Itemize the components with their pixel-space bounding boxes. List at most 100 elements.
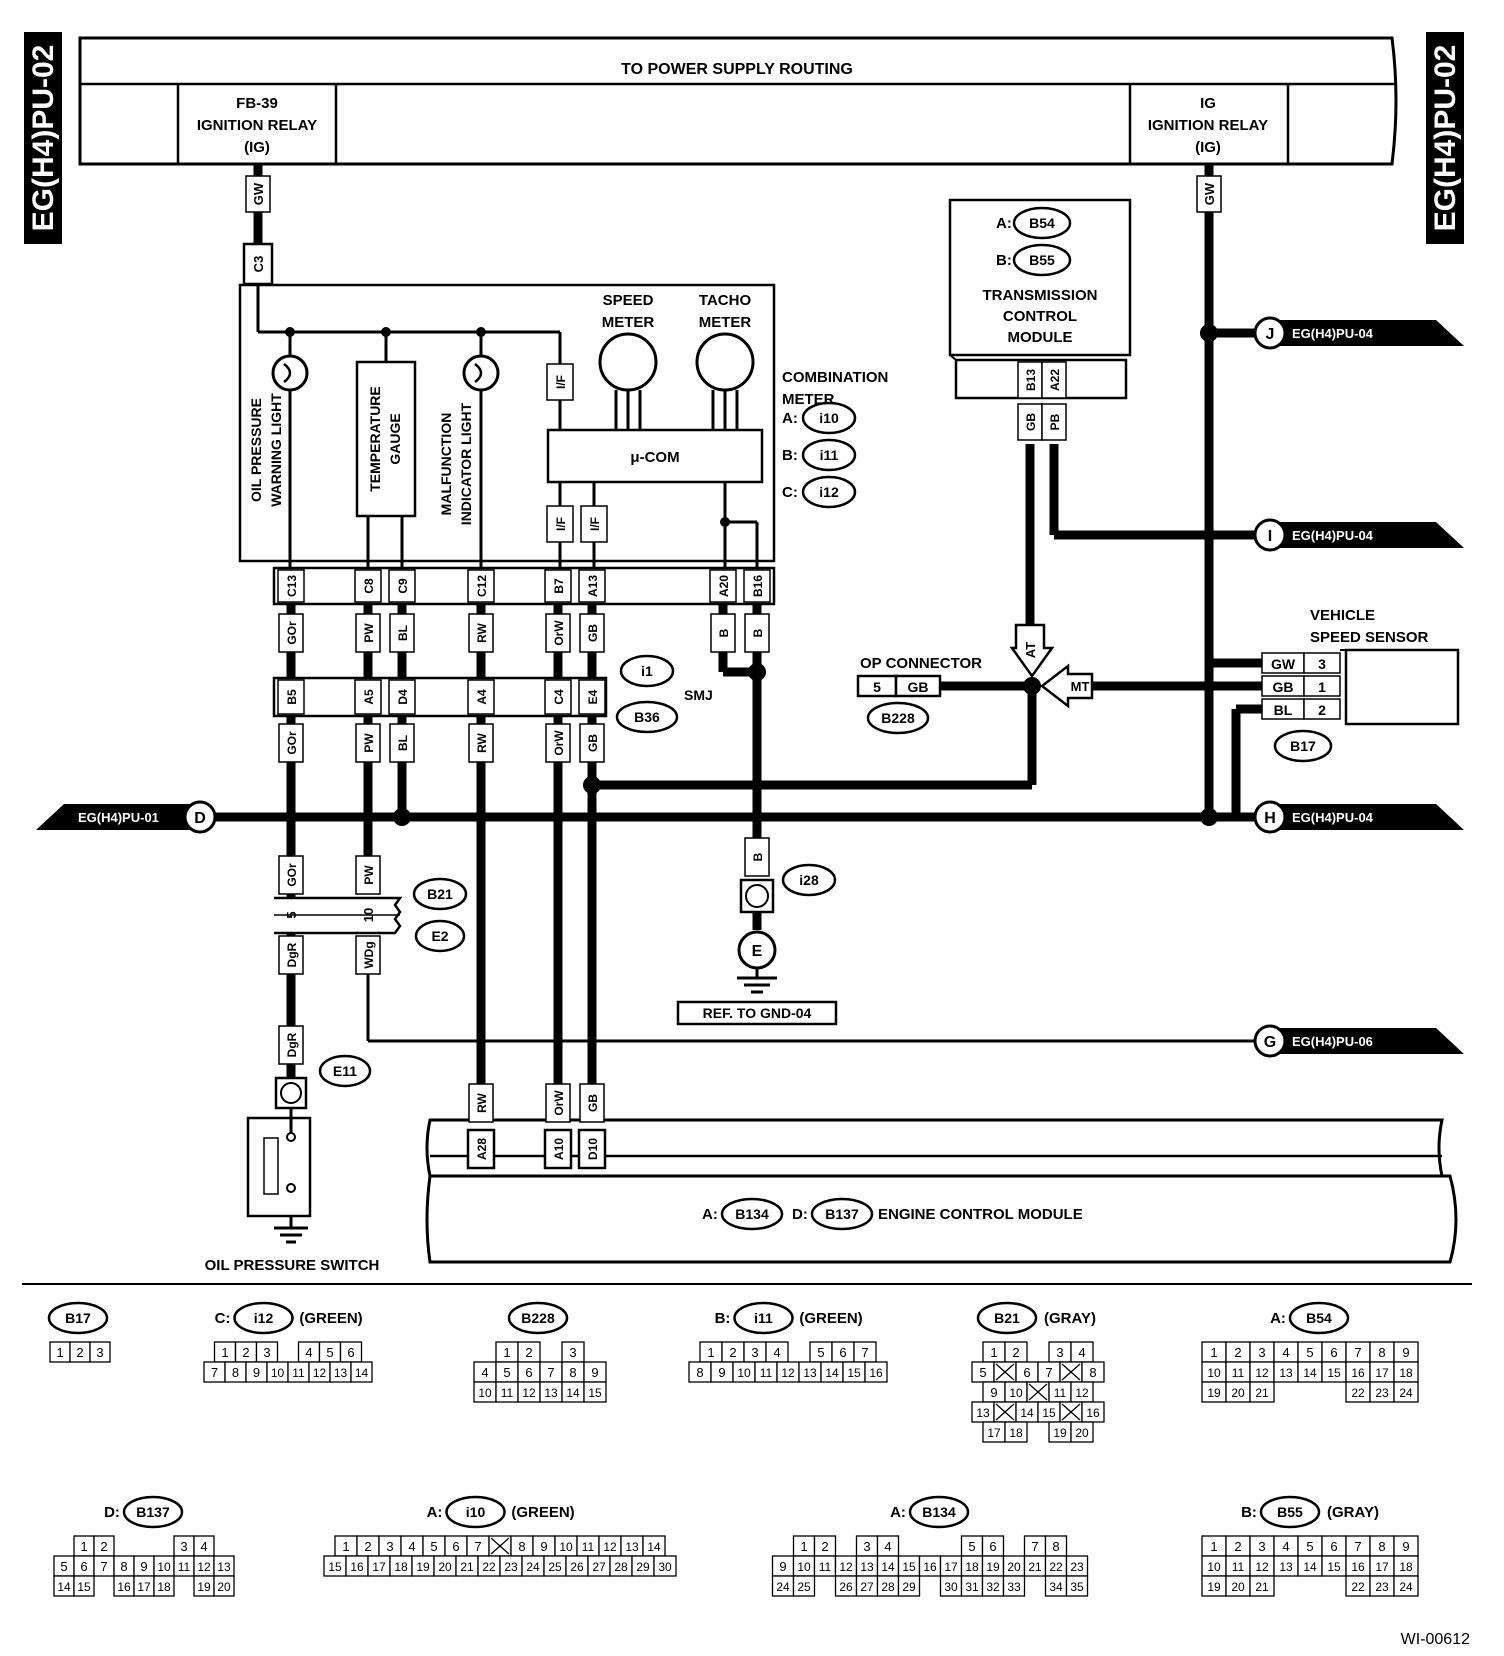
legend-pin-b134-11: 11 [819, 1560, 832, 1574]
ground-e: B i28 E REF. TO GND-04 [676, 837, 838, 1026]
tcm-conn-a: B54 [1029, 215, 1055, 231]
tcm-title-3: MODULE [1008, 329, 1073, 346]
legend-id-b55: B55 [1277, 1504, 1303, 1520]
svg-text:GB: GB [586, 1094, 600, 1112]
svg-text:B:: B: [996, 252, 1012, 269]
legend-pin-i11-11: 11 [760, 1366, 773, 1380]
legend-pin-b134-25: 25 [797, 1580, 811, 1594]
svg-text:AT: AT [1023, 642, 1038, 658]
oil-light-line1: OIL PRESSURE [248, 398, 264, 502]
cm-conn-i12: i12 [819, 484, 839, 500]
legend-pin-i12-6: 6 [347, 1345, 354, 1360]
legend-pin-b54-11: 11 [1232, 1366, 1245, 1380]
legend-pin-b17-3: 3 [96, 1345, 103, 1360]
legend-pin-b54-19: 19 [1207, 1386, 1221, 1400]
tacho-meter-line2: METER [699, 314, 752, 331]
legend-pin-b55-12: 12 [1255, 1560, 1269, 1574]
legend-pin-i11-8: 8 [696, 1365, 703, 1380]
legend-pin-b17-2: 2 [76, 1345, 83, 1360]
svg-text:GW: GW [251, 182, 266, 205]
svg-text:GB: GB [1024, 413, 1038, 431]
legend-pin-b137-16: 16 [117, 1580, 131, 1594]
legend-pin-b17-1: 1 [56, 1345, 63, 1360]
legend-pin-i10-16: 16 [350, 1560, 364, 1574]
legend-pin-i12-2: 2 [242, 1345, 249, 1360]
legend-pin-b55-6: 6 [1330, 1539, 1337, 1554]
legend-pin-b54-7: 7 [1354, 1345, 1361, 1360]
legend-pin-i10-3: 3 [386, 1539, 393, 1554]
legend-pin-b21-7: 7 [1045, 1365, 1052, 1380]
svg-text:5: 5 [284, 911, 299, 918]
svg-text:D10: D10 [586, 1138, 600, 1160]
legend-pin-b54-22: 22 [1351, 1386, 1365, 1400]
legend-pin-b134-22: 22 [1049, 1560, 1063, 1574]
legend-id-i11: i11 [754, 1310, 773, 1326]
smj-pin-A5: A5 [362, 689, 376, 705]
legend-pin-i10-21: 21 [460, 1560, 474, 1574]
legend-pin-b228-6: 6 [525, 1365, 532, 1380]
legend-pin-b54-24: 24 [1399, 1386, 1413, 1400]
legend-pin-i12-13: 13 [334, 1366, 348, 1380]
offpage-label-I: EG(H4)PU-04 [1292, 528, 1374, 543]
vss-title-2: SPEED SENSOR [1310, 629, 1429, 646]
legend-pin-b228-8: 8 [569, 1365, 576, 1380]
right-relay-line2: IGNITION RELAY [1148, 117, 1268, 134]
legend-prefix-b54: A: [1270, 1310, 1286, 1327]
smj-conn-top: i1 [641, 663, 653, 679]
cm-wire-7: B [751, 628, 765, 637]
cm-conn-prefix-0: A: [782, 410, 798, 427]
legend-pin-b54-13: 13 [1279, 1366, 1293, 1380]
cm-conn-prefix-2: C: [782, 484, 798, 501]
legend-pin-i10-22: 22 [482, 1560, 496, 1574]
combination-meter-title-1: COMBINATION [782, 369, 888, 386]
ecm-conn-a: B134 [735, 1206, 769, 1222]
legend-pin-i10-6: 6 [452, 1539, 459, 1554]
legend-pin-b54-21: 21 [1255, 1386, 1269, 1400]
offpage-letter-G: G [1264, 1034, 1276, 1051]
legend-pin-b137-5: 5 [60, 1559, 67, 1574]
legend-pin-b54-5: 5 [1306, 1345, 1313, 1360]
legend-pin-i10-9: 9 [540, 1539, 547, 1554]
legend-prefix-i10: A: [427, 1504, 443, 1521]
legend-pin-b21-18: 18 [1009, 1426, 1023, 1440]
legend-pin-b134-8: 8 [1052, 1539, 1059, 1554]
legend-pin-i10-18: 18 [394, 1560, 408, 1574]
legend-pin-i11-7: 7 [861, 1345, 868, 1360]
cm-pin-A20: A20 [717, 575, 731, 597]
legend-pin-b54-12: 12 [1255, 1366, 1269, 1380]
legend-pin-b55-16: 16 [1351, 1560, 1365, 1574]
legend-pin-b137-8: 8 [120, 1559, 127, 1574]
cm-pin-C9: C9 [396, 578, 410, 594]
legend-pin-b134-23: 23 [1070, 1560, 1084, 1574]
mcom-label: μ-COM [630, 449, 679, 466]
legend-id-b134: B134 [922, 1504, 956, 1520]
op-connector-title: OP CONNECTOR [860, 655, 982, 672]
svg-text:I/F: I/F [588, 517, 602, 531]
legend-pin-b54-2: 2 [1234, 1345, 1241, 1360]
legend-pin-b21-6: 6 [1023, 1365, 1030, 1380]
legend-pin-b137-2: 2 [100, 1539, 107, 1554]
legend-pin-b21-17: 17 [987, 1426, 1001, 1440]
svg-text:1: 1 [1318, 679, 1326, 695]
figure-id: WI-00612 [1401, 1631, 1470, 1648]
vehicle-speed-sensor: VEHICLE SPEED SENSOR GW GB BL 3 1 2 B17 [1261, 607, 1460, 763]
legend-pin-b134-27: 27 [860, 1580, 874, 1594]
svg-text:B: B [751, 852, 765, 861]
legend-pin-b54-8: 8 [1378, 1345, 1385, 1360]
legend-pin-b137-20: 20 [217, 1580, 231, 1594]
oil-light-line2: WARNING LIGHT [268, 393, 284, 507]
legend-pin-b134-14: 14 [881, 1560, 895, 1574]
svg-text:GB: GB [908, 679, 929, 695]
legend-pin-i11-6: 6 [839, 1345, 846, 1360]
cm-pin-A13: A13 [586, 575, 600, 597]
svg-text:C3: C3 [251, 256, 266, 273]
legend-pin-b134-17: 17 [944, 1560, 958, 1574]
legend-pin-b55-14: 14 [1303, 1560, 1317, 1574]
legend-pin-b137-10: 10 [157, 1560, 171, 1574]
svg-text:EG(H4)PU-02: EG(H4)PU-02 [27, 45, 60, 232]
legend-pin-b21-15: 15 [1042, 1406, 1056, 1420]
